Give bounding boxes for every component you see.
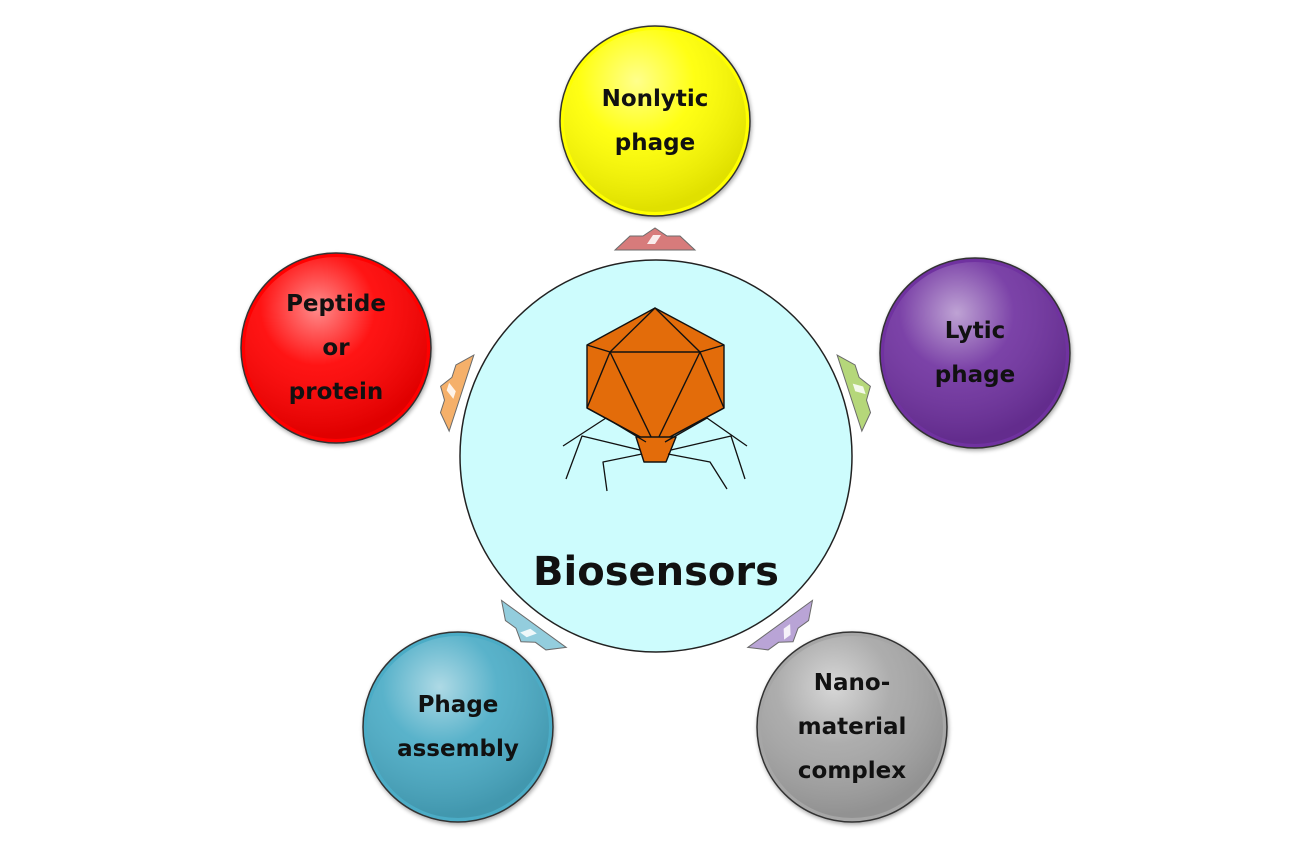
peptide-or-protein-gloss bbox=[245, 257, 427, 439]
nano-material-complex-label: Nano-material complex bbox=[757, 632, 947, 822]
peptide-or-protein-label-line: Peptide bbox=[286, 291, 386, 317]
lytic-phage-label-line: Lytic bbox=[944, 318, 1006, 344]
phage-assembly-label-line: Phage bbox=[417, 692, 499, 718]
nano-material-complex-arrow bbox=[746, 599, 814, 651]
nonlytic-phage-label: Nonlytic phage bbox=[560, 26, 750, 216]
peptide-or-protein-node bbox=[240, 252, 432, 444]
phage-legs bbox=[562, 417, 748, 492]
phage-assembly-label-line: assembly bbox=[397, 736, 519, 762]
nonlytic-phage-label-line: phage bbox=[614, 130, 696, 156]
phage-assembly-node bbox=[362, 631, 554, 823]
nano-material-complex-label-line: material bbox=[797, 714, 907, 740]
satellites-group bbox=[240, 25, 1071, 823]
center-title: Biosensors bbox=[533, 549, 779, 595]
nano-material-complex-label-line: complex bbox=[797, 758, 907, 784]
arrows-group bbox=[439, 227, 872, 651]
nonlytic-phage-node bbox=[559, 25, 751, 217]
bacteriophage-icon bbox=[562, 307, 748, 492]
lytic-phage-arrow bbox=[836, 353, 872, 433]
lytic-phage-label-line: phage bbox=[934, 362, 1016, 388]
nonlytic-phage-gloss bbox=[564, 30, 746, 212]
peptide-or-protein-label: Peptide or protein bbox=[241, 253, 431, 443]
peptide-or-protein-label-line: protein bbox=[288, 379, 384, 405]
nonlytic-phage-label-line: Nonlytic bbox=[601, 86, 709, 112]
lytic-phage-label: Lytic phage bbox=[880, 258, 1070, 448]
lytic-phage-node bbox=[879, 257, 1071, 449]
peptide-or-protein-label-line: or bbox=[322, 335, 350, 361]
peptide-or-protein-arrow bbox=[439, 353, 475, 433]
nano-material-complex-node bbox=[756, 631, 948, 823]
nonlytic-phage-arrow bbox=[613, 227, 697, 251]
nano-material-complex-label-line: Nano- bbox=[813, 670, 891, 696]
lytic-phage-gloss bbox=[884, 262, 1066, 444]
nano-material-complex-gloss bbox=[761, 636, 943, 818]
phage-assembly-gloss bbox=[367, 636, 549, 818]
phage-assembly-label: Phage assembly bbox=[363, 632, 553, 822]
phage-assembly-arrow bbox=[500, 599, 568, 651]
